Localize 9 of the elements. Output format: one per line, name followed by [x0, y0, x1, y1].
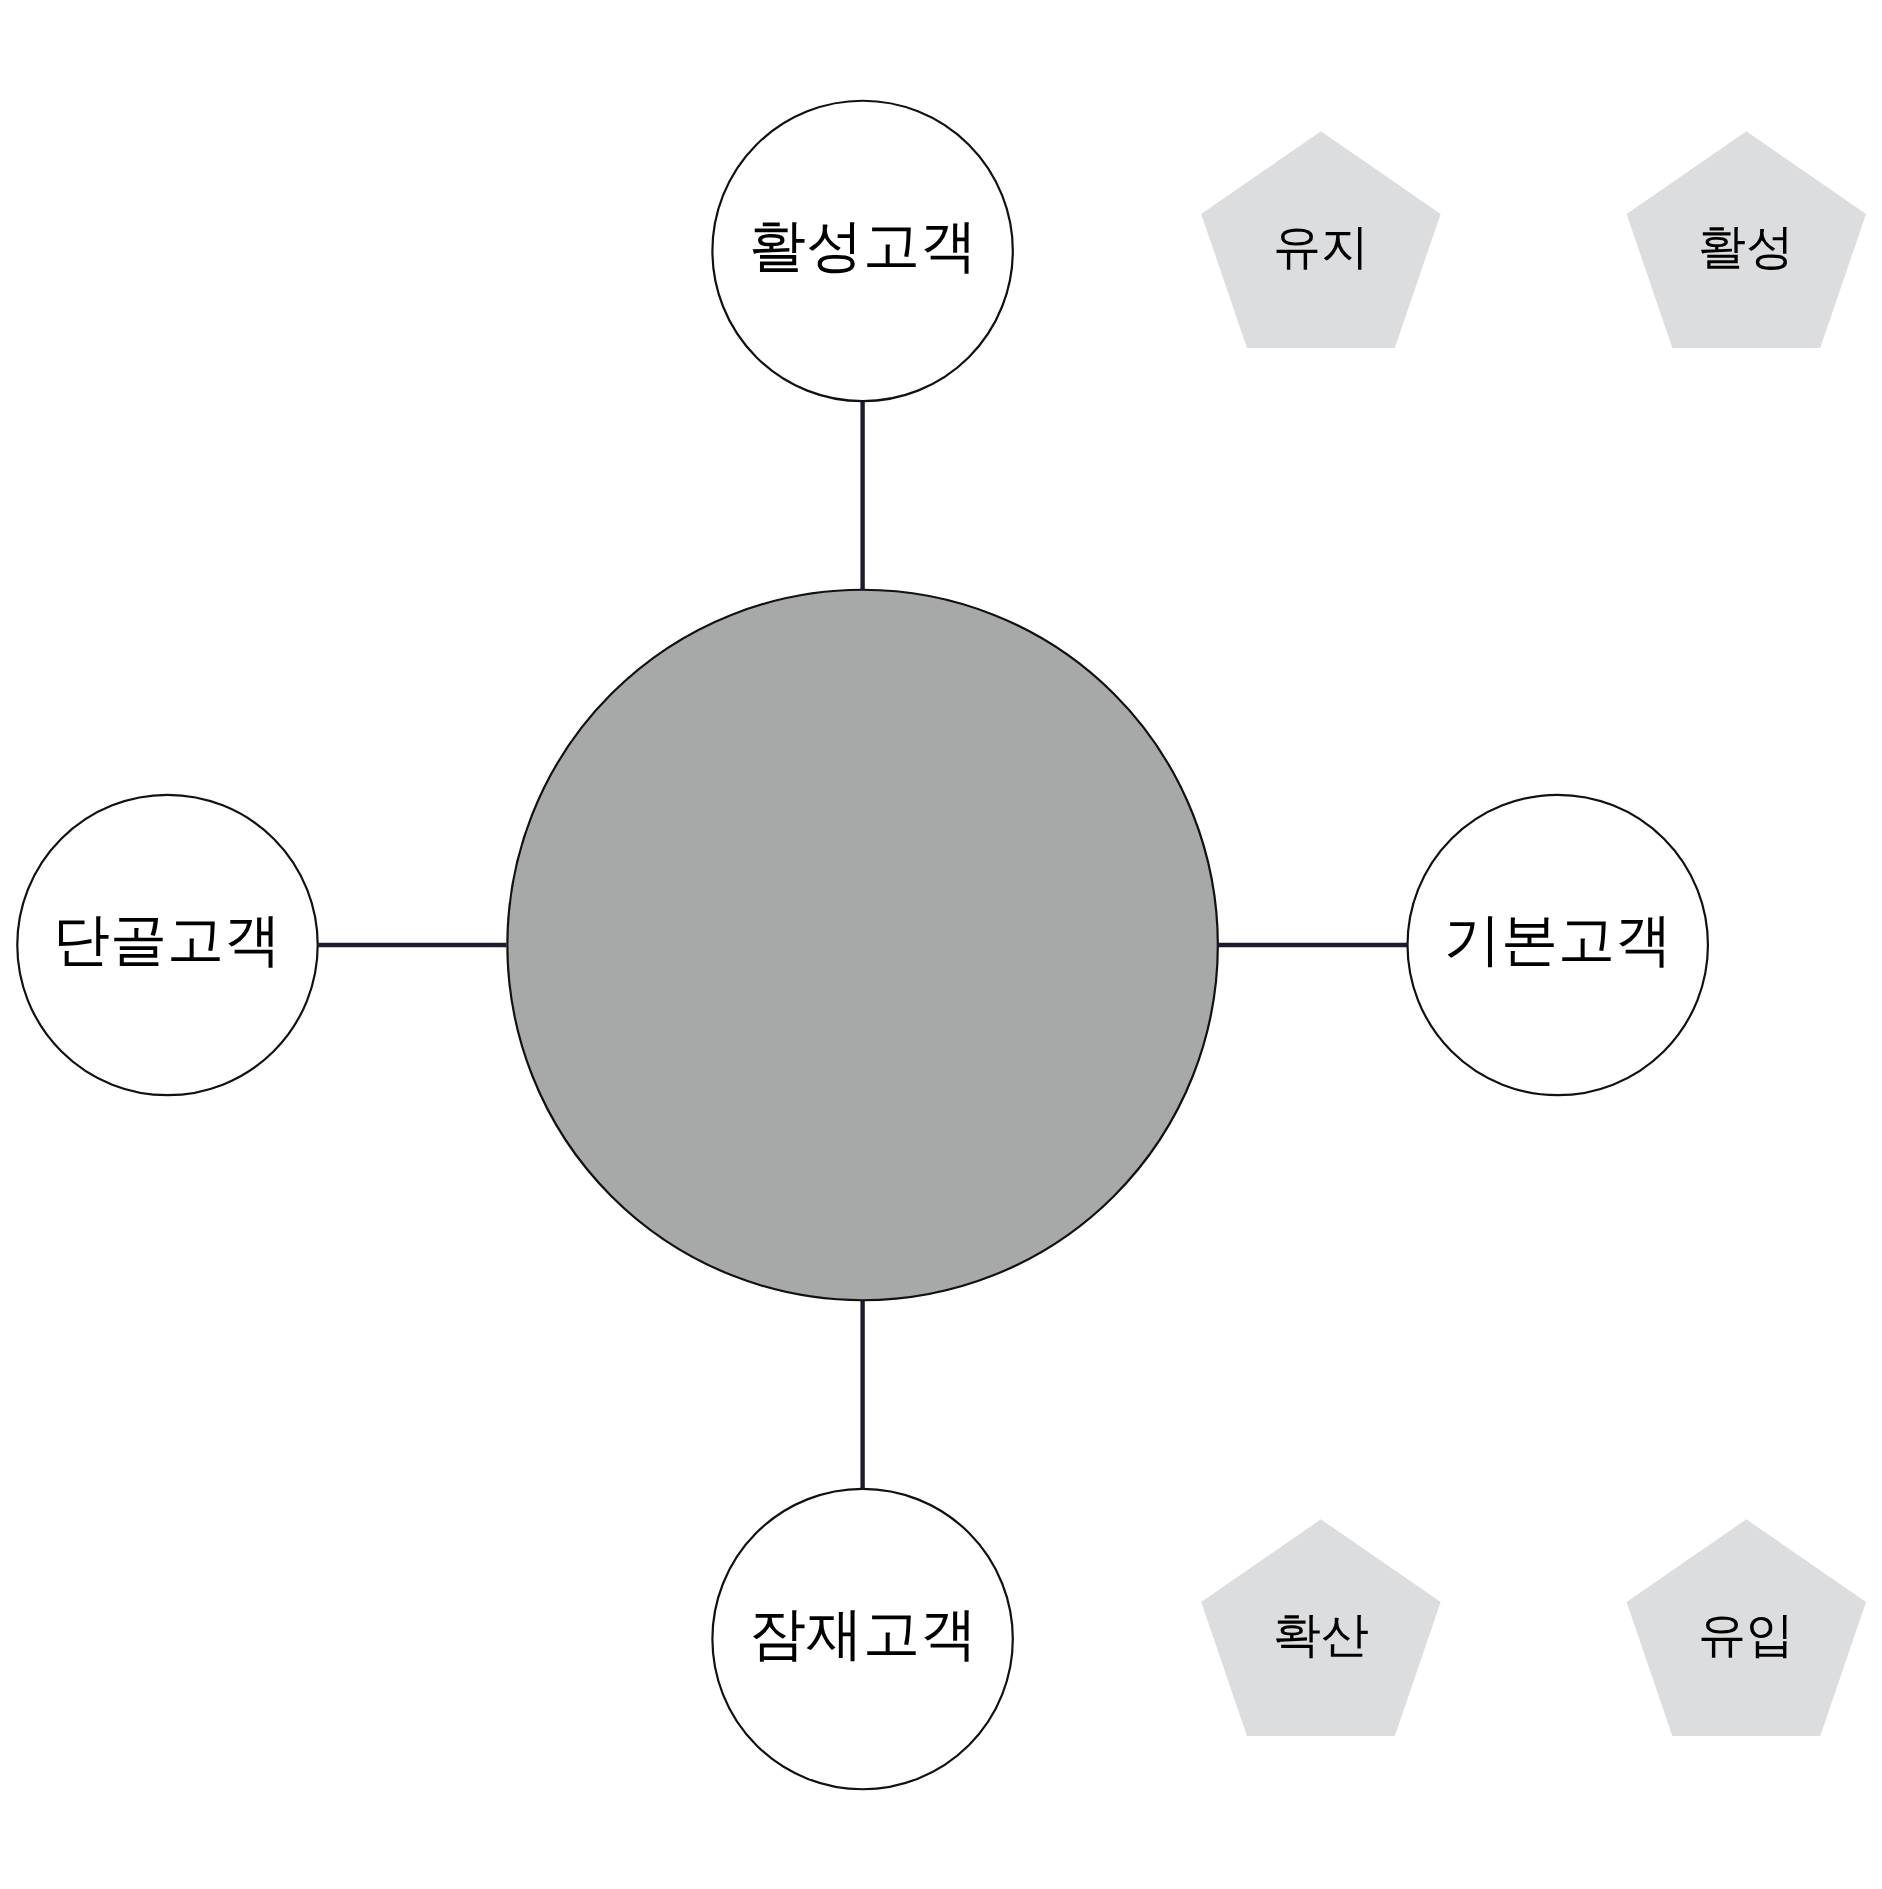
- node-circle: [506, 588, 1219, 1301]
- node-circle: 활성고객: [711, 99, 1014, 402]
- node-circle: 단골고객: [16, 793, 319, 1096]
- connector: [318, 942, 507, 947]
- connector: [860, 1300, 865, 1488]
- node-circle: 잠재고객: [711, 1487, 1014, 1790]
- node-circle: 기본고객: [1406, 793, 1710, 1096]
- connector: [860, 401, 865, 590]
- connector: [1218, 942, 1408, 947]
